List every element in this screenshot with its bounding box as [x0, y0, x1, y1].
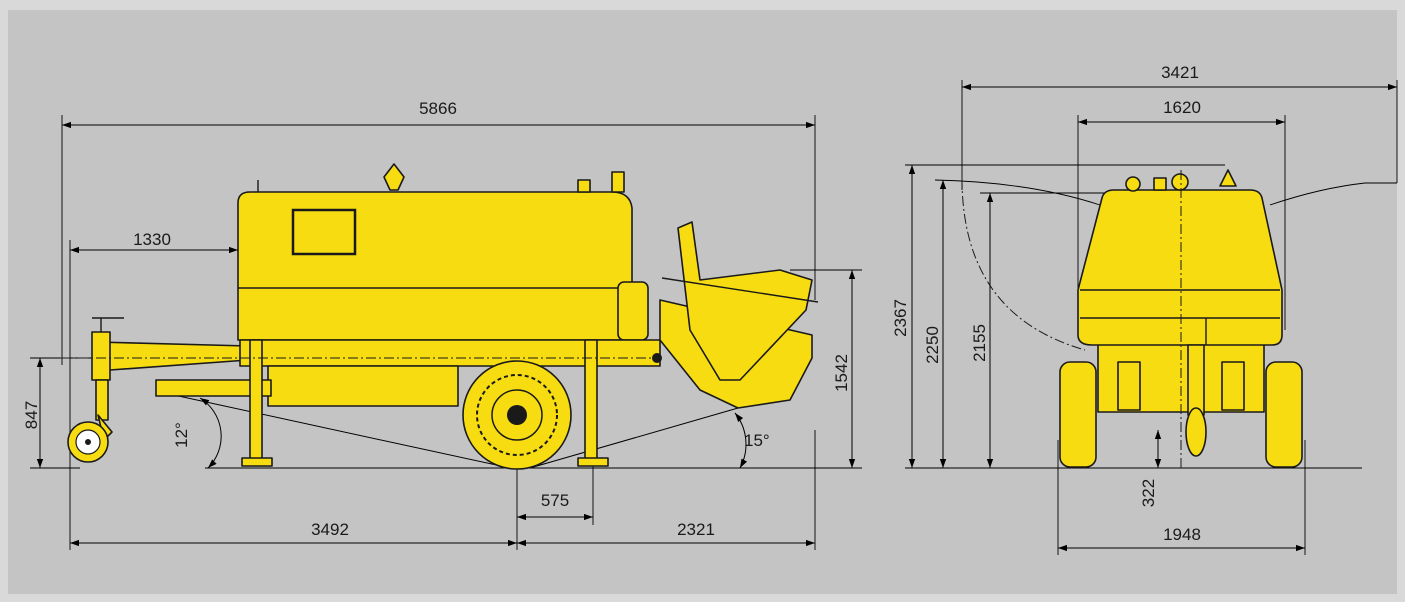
ext-line: [1269, 182, 1366, 206]
rear-top-fitting: [1153, 177, 1167, 191]
pump-machine-rear: [1059, 169, 1303, 468]
front-angle-arc: [199, 397, 222, 469]
hitch-jack: [91, 331, 111, 381]
rear-jockey-wheel: [1185, 407, 1207, 457]
dim-track-width-label: 1948: [1163, 525, 1201, 544]
right-outrigger: [1265, 361, 1303, 468]
rear-angle-arc: [734, 412, 748, 469]
side-view: 5866 1330 1542 847 12° 15° 3492 2321 575: [22, 99, 862, 550]
rear-body: [1077, 189, 1283, 346]
dim-drawbar-label: 1330: [133, 230, 171, 249]
rear-angle-label: 15°: [744, 431, 770, 450]
top-fitting: [611, 171, 625, 193]
drawbar: [94, 341, 249, 371]
right-bracket: [1221, 361, 1245, 411]
tyre-tread: [476, 374, 558, 456]
pump-machine-side: [60, 163, 819, 470]
rear-top-fitting: [1219, 169, 1237, 187]
jack-post: [95, 379, 109, 421]
hood-end-cap: [617, 281, 649, 341]
ext-line: [934, 179, 1101, 206]
lifting-eye: [383, 163, 405, 191]
dim-height-body-label: 2155: [970, 324, 989, 362]
dim-height-max-label: 2367: [891, 299, 910, 337]
hopper-grille: [661, 277, 819, 303]
left-bracket: [1117, 361, 1141, 411]
delivery-pipe: [155, 379, 272, 397]
dim-ground-clearance-label: 322: [1139, 479, 1158, 507]
rear-view: 3421 1620 2367 2250 2155 322 1948: [891, 63, 1398, 555]
dim-hopper-height-label: 1542: [832, 354, 851, 392]
jockey-axle: [85, 439, 91, 445]
front-ramp-line: [159, 391, 511, 469]
rear-outrigger-foot: [577, 457, 609, 467]
front-angle-label: 12°: [172, 422, 191, 448]
front-outrigger-foot: [241, 457, 273, 467]
hopper-bin: [677, 221, 813, 381]
rear-drawbar: [1187, 344, 1205, 416]
rear-top-fitting: [1171, 173, 1189, 191]
dim-axle-to-rear-label: 2321: [677, 520, 715, 539]
dim-height-mid-label: 2250: [923, 326, 942, 364]
dim-hitch-height-label: 847: [22, 401, 41, 429]
wheel-hub: [507, 405, 527, 425]
rear-lifting-eye: [1125, 176, 1141, 192]
left-outrigger: [1059, 361, 1097, 468]
tank-box: [267, 365, 459, 407]
hood-window: [291, 208, 357, 256]
dim-overall-length-label: 5866: [419, 99, 457, 118]
dim-body-width-label: 1620: [1163, 98, 1201, 117]
dim-overall-width-label: 3421: [1161, 63, 1199, 82]
dim-front-to-axle-label: 3492: [311, 520, 349, 539]
top-fitting: [577, 179, 591, 193]
rear-ramp-line: [529, 407, 739, 469]
dim-axle-offset-label: 575: [541, 491, 569, 510]
